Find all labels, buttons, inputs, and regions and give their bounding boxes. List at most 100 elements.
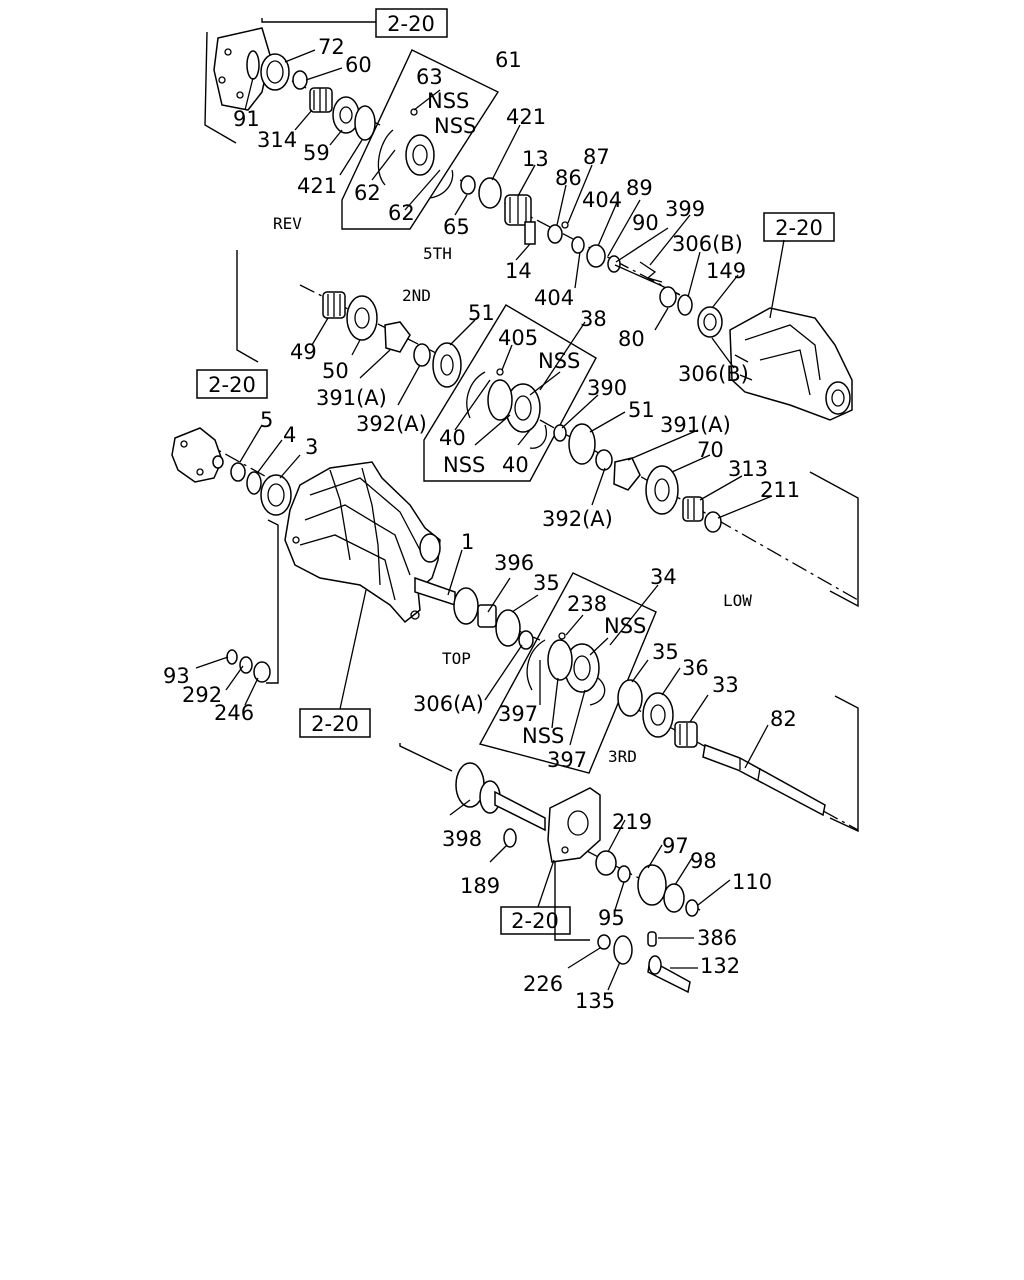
part-labels: 72 60 91 314 59 421 61 63 NSS NSS 62 62 … — [163, 35, 800, 1013]
label-14: 14 — [505, 259, 532, 283]
note-5th: 5TH — [423, 244, 452, 263]
part-219 — [595, 850, 617, 876]
label-59: 59 — [303, 141, 330, 165]
part-149 — [697, 306, 723, 338]
part-421b — [478, 177, 502, 209]
label-63: 63 — [416, 65, 443, 89]
label-13: 13 — [522, 147, 549, 171]
ref-box-front-cover[interactable]: 2-20 — [196, 369, 268, 399]
label-421a: 421 — [297, 174, 337, 198]
ref-box-plate[interactable]: 2-20 — [500, 906, 571, 935]
label-398: 398 — [442, 827, 482, 851]
note-rev: REV — [273, 214, 302, 233]
part-110 — [685, 899, 699, 917]
label-51a: 51 — [468, 301, 495, 325]
label-313: 313 — [728, 457, 768, 481]
label-49: 49 — [290, 340, 317, 364]
label-149: 149 — [706, 259, 746, 283]
svg-text:2-20: 2-20 — [387, 12, 435, 36]
label-nss-2: NSS — [434, 114, 476, 138]
part-211 — [704, 511, 722, 533]
part-72 — [260, 53, 290, 91]
label-3: 3 — [305, 435, 318, 459]
part-65 — [460, 175, 476, 195]
part-82 — [702, 743, 826, 817]
part-392a2 — [595, 449, 613, 471]
part-93 — [226, 649, 238, 665]
label-50: 50 — [322, 359, 349, 383]
leader-lines — [195, 49, 773, 991]
label-36: 36 — [682, 656, 709, 680]
label-219: 219 — [612, 810, 652, 834]
upper-cover-plate — [213, 27, 271, 111]
part-314 — [309, 87, 333, 113]
part-386 — [647, 931, 657, 947]
label-62a: 62 — [354, 181, 381, 205]
part-98 — [663, 883, 685, 913]
part-135 — [613, 935, 633, 965]
part-246 — [253, 661, 271, 683]
label-1: 1 — [461, 530, 474, 554]
label-82: 82 — [770, 707, 797, 731]
label-397a: 397 — [498, 702, 538, 726]
label-397b: 397 — [547, 748, 587, 772]
label-87: 87 — [583, 145, 610, 169]
label-392a-1: 392(A) — [356, 412, 427, 436]
part-33 — [674, 721, 698, 748]
label-80: 80 — [618, 327, 645, 351]
part-390 — [553, 424, 567, 442]
part-5th-sleeve — [405, 134, 435, 176]
label-314: 314 — [257, 128, 297, 152]
label-132: 132 — [700, 954, 740, 978]
label-404b: 404 — [534, 286, 574, 310]
main-transmission-case — [284, 461, 441, 624]
note-3rd: 3RD — [608, 747, 637, 766]
part-35a — [495, 609, 521, 647]
label-90: 90 — [632, 211, 659, 235]
part-396 — [477, 604, 497, 628]
part-86 — [547, 224, 563, 244]
label-65: 65 — [443, 215, 470, 239]
part-50 — [346, 295, 378, 341]
label-226: 226 — [523, 972, 563, 996]
label-390: 390 — [587, 376, 627, 400]
part-91 — [246, 50, 260, 80]
label-399: 399 — [665, 197, 705, 221]
part-306b — [677, 294, 693, 316]
label-nss-1: NSS — [427, 89, 469, 113]
label-97: 97 — [662, 834, 689, 858]
label-386: 386 — [697, 926, 737, 950]
part-421a — [354, 105, 376, 141]
ref-box-rear-case[interactable]: 2-20 — [763, 212, 835, 242]
label-34: 34 — [650, 565, 677, 589]
part-14 — [524, 221, 536, 245]
label-33: 33 — [712, 673, 739, 697]
svg-text:2-20: 2-20 — [208, 373, 256, 397]
part-80 — [659, 286, 677, 308]
ref-box-main-case[interactable]: 2-20 — [299, 708, 371, 738]
label-391a-2: 391(A) — [660, 413, 731, 437]
part-391a2 — [613, 457, 641, 491]
part-391a — [384, 321, 411, 353]
label-51b: 51 — [628, 398, 655, 422]
ref-box-top[interactable]: 2-20 — [375, 8, 448, 38]
intermediate-plate — [547, 787, 601, 863]
label-135: 135 — [575, 989, 615, 1013]
label-189: 189 — [460, 874, 500, 898]
part-226 — [597, 934, 611, 950]
part-36 — [642, 692, 674, 738]
label-40b: 40 — [502, 453, 529, 477]
label-89: 89 — [626, 176, 653, 200]
label-86: 86 — [555, 166, 582, 190]
part-313 — [682, 496, 704, 522]
front-bearing-retainer — [171, 427, 224, 483]
frame-lines — [204, 18, 859, 941]
label-38: 38 — [580, 307, 607, 331]
part-189 — [503, 828, 517, 848]
label-40a: 40 — [439, 426, 466, 450]
gear-notes: REV 5TH 2ND LOW TOP 3RD — [273, 214, 752, 766]
label-396: 396 — [494, 551, 534, 575]
label-211: 211 — [760, 478, 800, 502]
label-292: 292 — [182, 683, 222, 707]
